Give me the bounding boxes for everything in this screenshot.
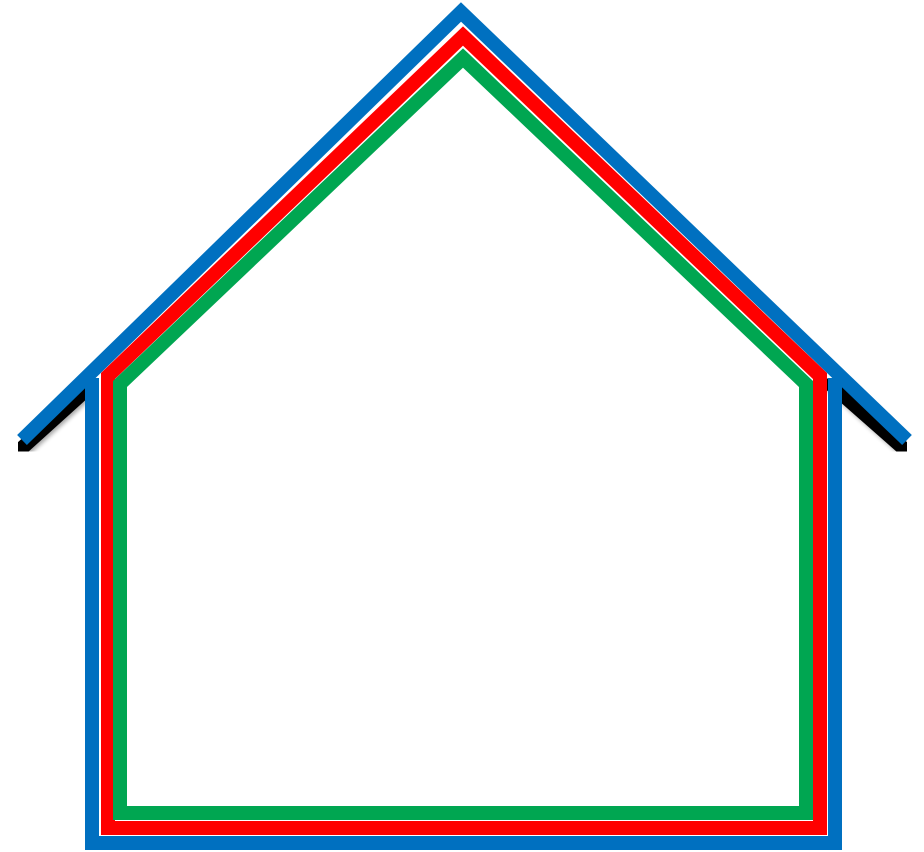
middle-layer-outline	[108, 36, 820, 828]
outer-layer-outline	[22, 12, 907, 843]
outer-walls-line	[92, 378, 835, 843]
ceiling-lines	[22, 378, 903, 448]
inner-layer-outline	[120, 58, 806, 813]
